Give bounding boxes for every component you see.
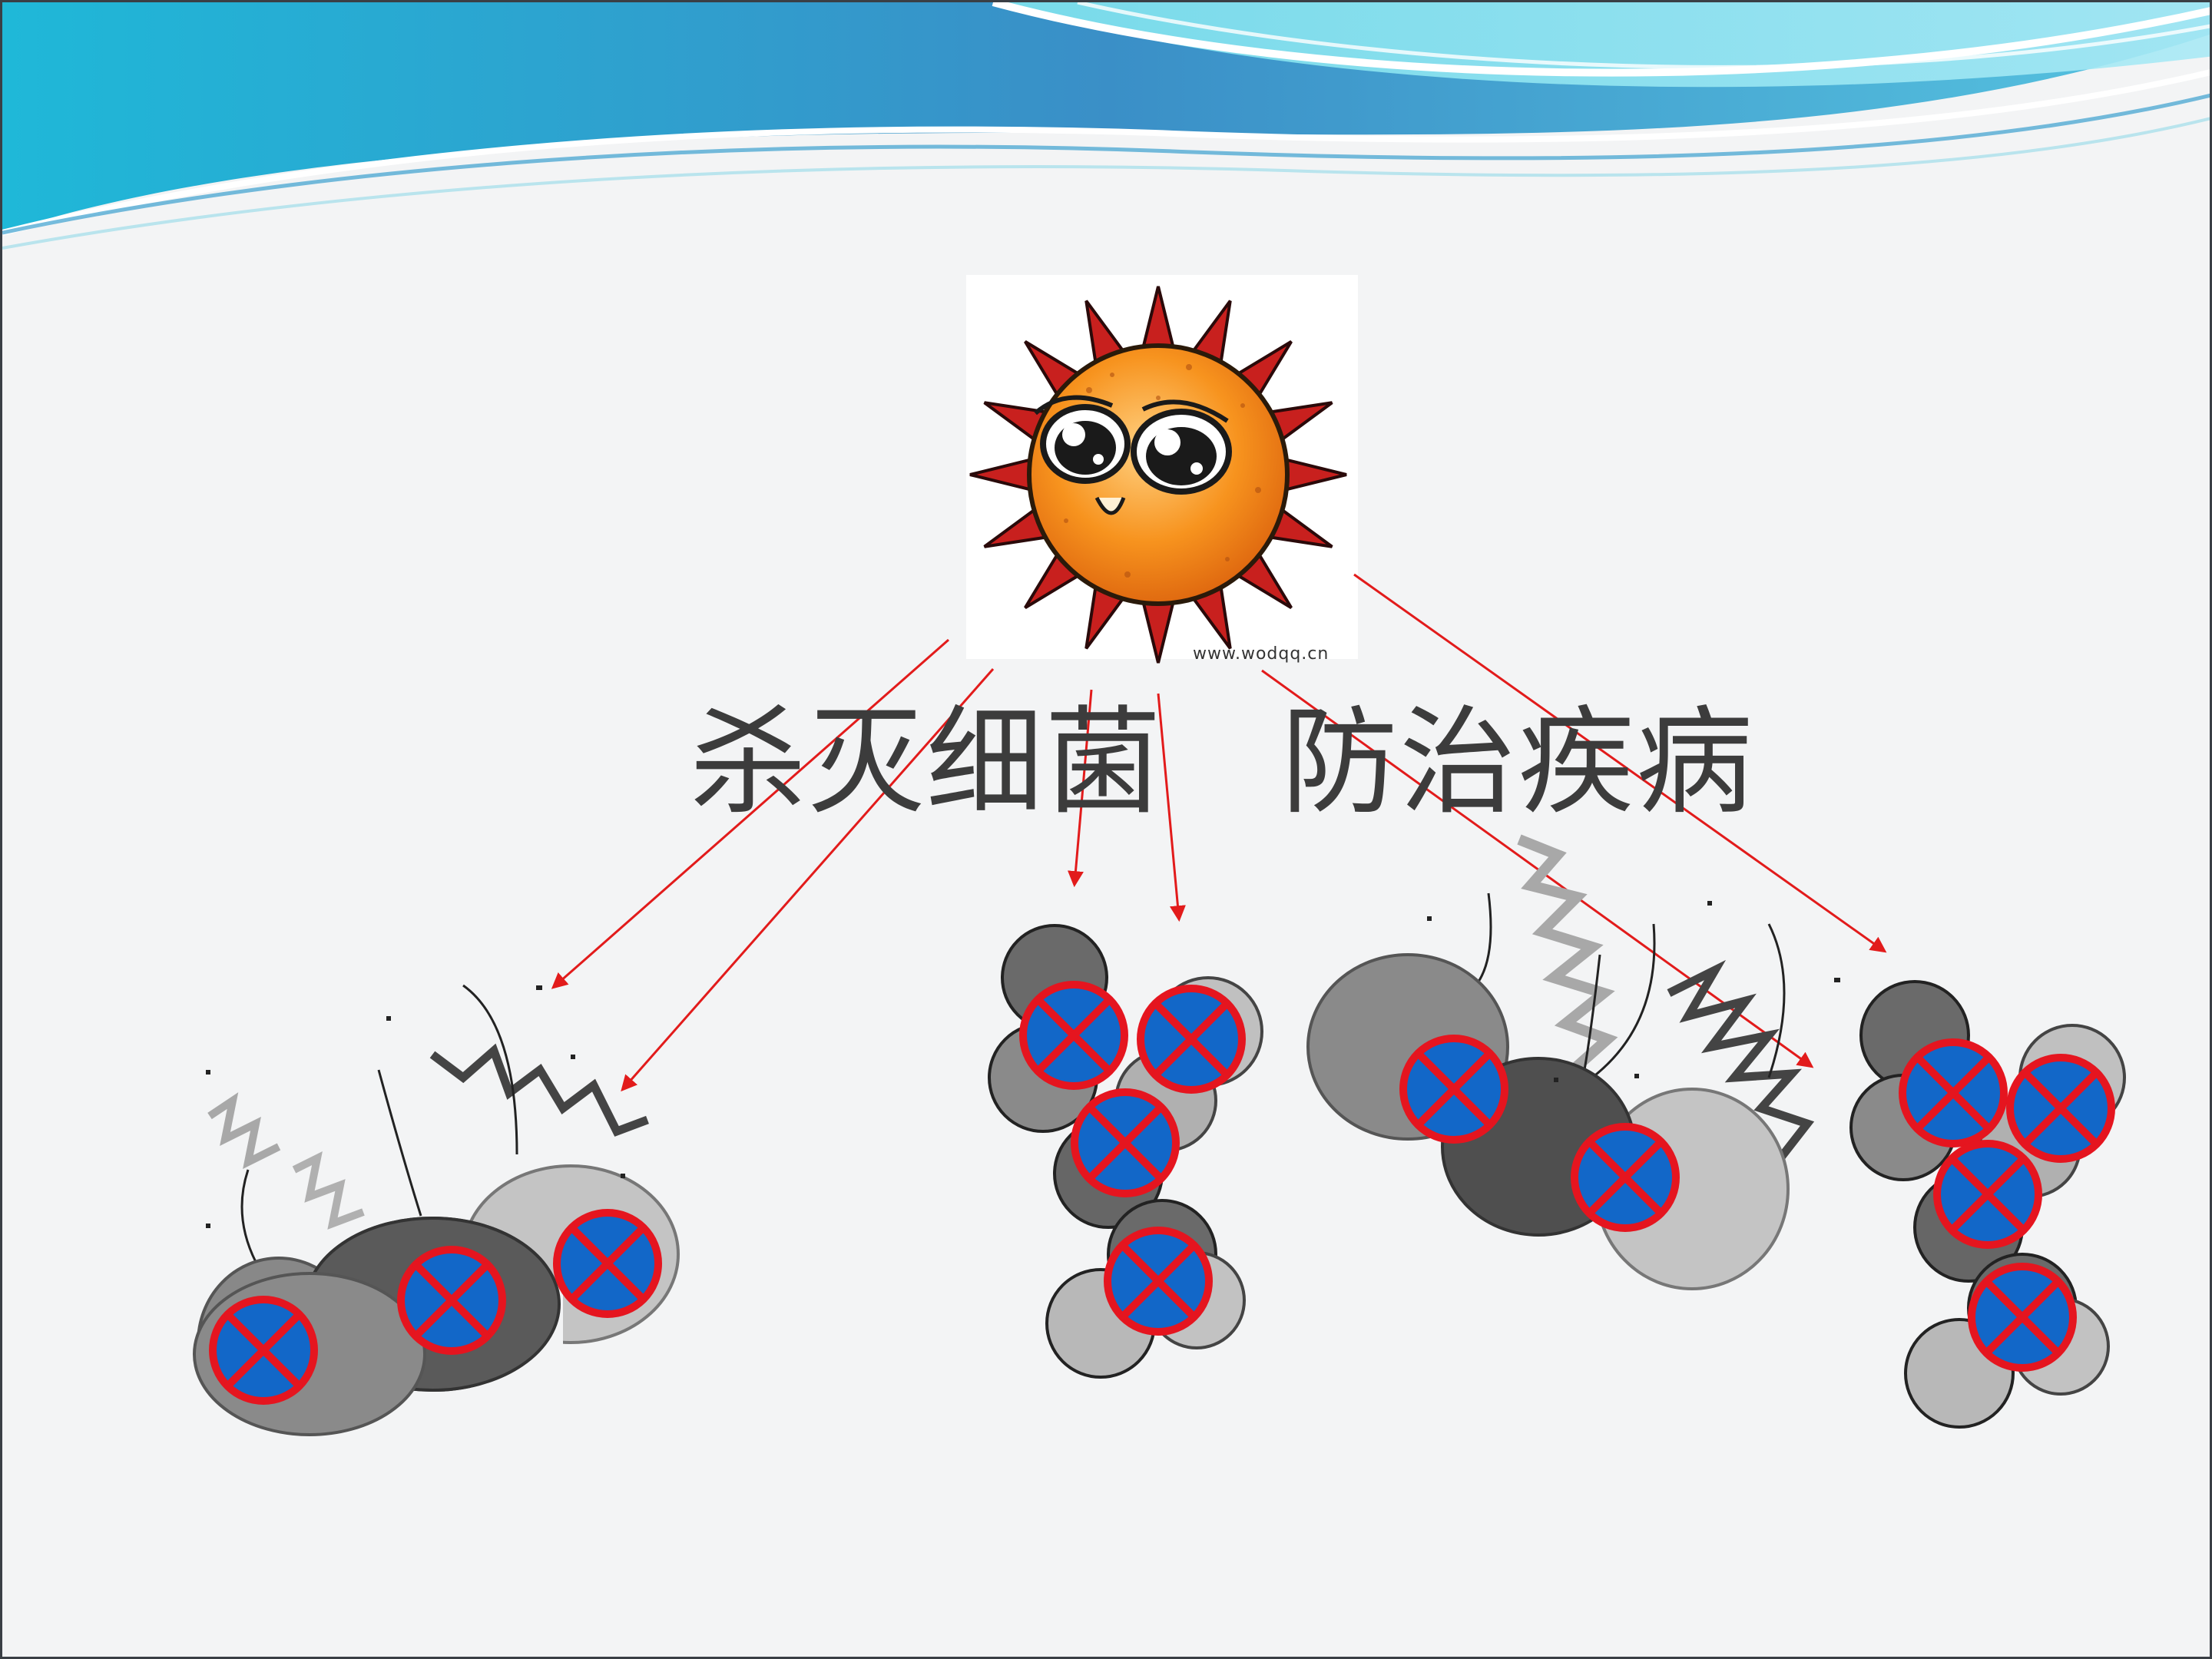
smiling-sun-icon: [966, 275, 1358, 664]
no-entry-cross-icon: [1108, 1230, 1209, 1332]
bacteria-group-2: [988, 924, 1263, 1379]
bacteria-group-4: [1849, 980, 2126, 1429]
no-entry-cross-icon: [1141, 988, 1242, 1090]
no-entry-cross-icon: [2010, 1058, 2111, 1159]
no-entry-cross-icon: [1023, 985, 1124, 1086]
no-entry-cross-icon: [1075, 1092, 1176, 1194]
bacteria-group-1: [193, 984, 680, 1446]
no-entry-cross-icon: [557, 1213, 658, 1314]
no-entry-cross-icon: [1575, 1127, 1676, 1228]
bacteria-group-3: [1306, 834, 1840, 1290]
no-entry-cross-icon: [1902, 1042, 2004, 1144]
sun-eyes: [1034, 395, 1232, 495]
no-entry-cross-icon: [1937, 1144, 2038, 1245]
sun-image-watermark: www.wodqq.cn: [1193, 644, 1330, 664]
no-entry-cross-icon: [213, 1300, 314, 1401]
slide-heading: 杀灭细菌 防治疾病: [690, 694, 1754, 830]
no-entry-cross-icon: [1403, 1038, 1505, 1140]
no-entry-cross-icon: [1972, 1267, 2073, 1368]
no-entry-cross-icon: [401, 1250, 502, 1351]
arrow-lines: [551, 573, 1887, 1092]
header-wave-decoration: [2, 2, 2210, 250]
